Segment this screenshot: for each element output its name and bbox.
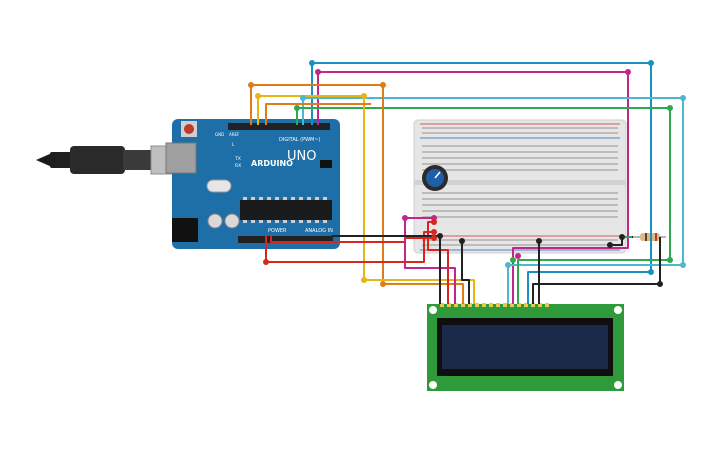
lcd-16x2	[427, 303, 624, 391]
resistor	[633, 233, 666, 241]
wire-end	[294, 105, 300, 111]
wire-end	[431, 219, 437, 225]
wire-end	[459, 238, 465, 244]
wire-end	[361, 277, 367, 283]
wire-orange-2	[265, 103, 371, 125]
arduino-uno-board: ARDUINO UNO DIGITAL (PWM~) POWER ANALOG …	[165, 119, 340, 249]
wire-end	[667, 105, 673, 111]
wire-end	[680, 95, 686, 101]
wire-black-rail	[532, 237, 661, 304]
wire-end	[431, 229, 437, 235]
analog-header-label: ANALOG IN	[305, 228, 333, 234]
wire-end	[380, 281, 386, 287]
usb-cable	[36, 145, 178, 175]
wire-end	[648, 269, 654, 275]
wire-end	[255, 93, 261, 99]
wire-blue	[311, 62, 652, 304]
breadboard	[413, 119, 627, 254]
l-label: L	[232, 142, 235, 148]
wire-red-lcd	[265, 231, 434, 263]
wire-orange	[250, 84, 464, 304]
wire-end	[648, 60, 654, 66]
wire-end	[309, 60, 315, 66]
digital-header-label: DIGITAL (PWM~)	[279, 137, 321, 143]
wire-end	[263, 259, 269, 265]
reset-button[interactable]	[184, 124, 194, 134]
wire-end	[657, 281, 663, 287]
rx-label: RX	[235, 163, 241, 169]
wire-end	[515, 253, 521, 259]
wire-end	[402, 215, 408, 221]
wire-magenta-pot	[404, 217, 456, 304]
wire-end	[607, 242, 613, 248]
board-brand: ARDUINO	[251, 159, 293, 168]
wire-end	[680, 262, 686, 268]
gnd-label: GND	[215, 132, 224, 137]
wire-end	[510, 257, 516, 263]
wire-cyan	[302, 97, 684, 304]
wire-end	[505, 262, 511, 268]
wire-end	[667, 257, 673, 263]
wire-end	[315, 69, 321, 75]
wire-black-gnd-2	[461, 241, 470, 304]
aref-label: AREF	[229, 132, 240, 137]
wire-end	[380, 82, 386, 88]
power-header-label: POWER	[268, 228, 287, 234]
wire-end	[361, 93, 367, 99]
board-name: UNO	[287, 149, 316, 164]
wire-end	[300, 95, 306, 101]
potentiometer[interactable]	[422, 165, 448, 191]
wire-end	[625, 69, 631, 75]
wire-end	[248, 82, 254, 88]
wire-end	[536, 238, 542, 244]
wire-end	[431, 235, 437, 241]
wire-yellow	[257, 95, 475, 304]
wire-end	[437, 233, 443, 239]
wire-end	[619, 234, 625, 240]
tx-label: TX	[234, 156, 241, 162]
